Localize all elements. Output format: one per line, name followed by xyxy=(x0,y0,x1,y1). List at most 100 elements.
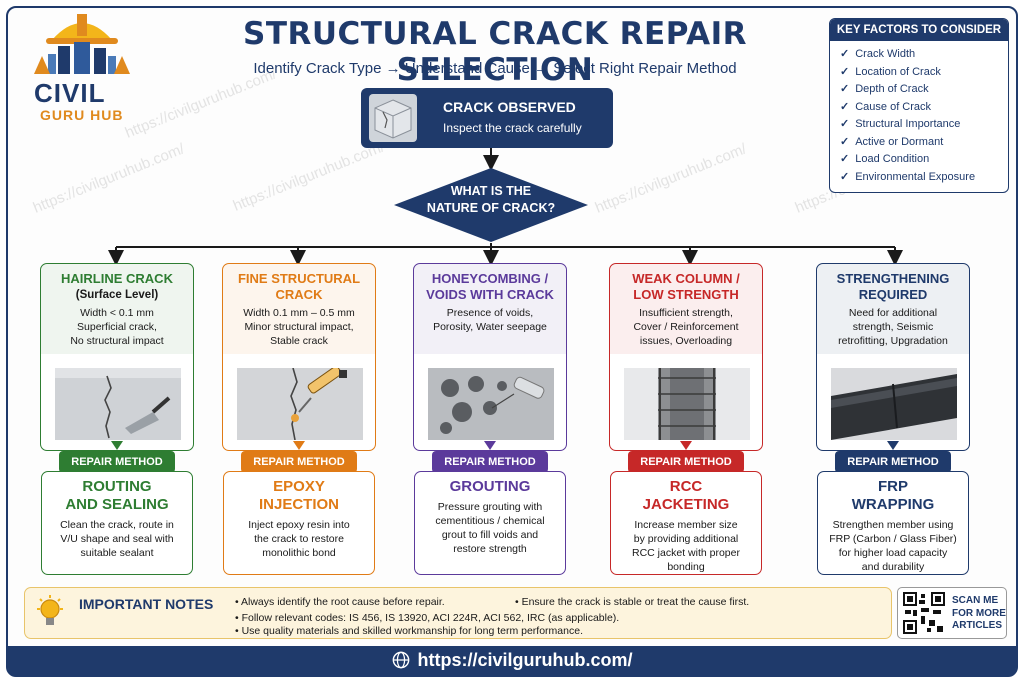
decision-line-2: NATURE OF CRACK? xyxy=(426,201,556,215)
crack-type-description: Need for additional strength, Seismic retr… xyxy=(817,303,969,348)
key-factor-item: ✓ Crack Width xyxy=(840,46,998,64)
key-factor-label: Cause of Crack xyxy=(855,100,932,113)
crack-type-desc-line: strength, Seismic xyxy=(852,321,934,333)
crack-type-desc-line: Need for additional xyxy=(848,307,938,319)
down-arrow-icon xyxy=(484,438,496,456)
crack-type-title-line: CRACK xyxy=(275,287,323,302)
qr-code-icon xyxy=(903,592,945,634)
repair-desc-line: RCC jacket with proper xyxy=(632,547,740,559)
key-factor-item: ✓ Cause of Crack xyxy=(840,99,998,117)
note-item: • Always identify the root cause before … xyxy=(235,596,445,608)
crack-type-title-line: WEAK COLUMN / xyxy=(632,271,740,286)
down-arrow-icon xyxy=(887,438,899,456)
crack-type-title: HAIRLINE CRACK (Surface Level) xyxy=(41,264,193,303)
crack-type-desc-line: retrofitting, Upgradation xyxy=(838,335,948,347)
page-title: STRUCTURAL CRACK REPAIR SELECTION xyxy=(243,16,747,88)
crack-type-desc-line: Minor structural impact, xyxy=(244,321,354,333)
crack-type-desc-line: Cover / Reinforcement xyxy=(633,321,739,333)
repair-title-line: INJECTION xyxy=(258,496,339,513)
page-subtitle: Identify Crack Type → Understand Cause →… xyxy=(253,60,737,77)
decision-diamond xyxy=(394,168,588,242)
repair-method-box: GROUTING Pressure grouting with cementitio… xyxy=(414,471,566,575)
crack-illustration xyxy=(237,366,363,441)
crack-type-title-line: VOIDS WITH CRACK xyxy=(426,287,554,302)
key-factor-label: Structural Importance xyxy=(855,118,961,130)
important-notes: IMPORTANT NOTES • Always identify the ro… xyxy=(24,587,892,639)
key-factor-item: ✓Environmental Exposure xyxy=(840,169,998,187)
repair-desc-line: and durability xyxy=(861,561,925,573)
lightbulb-icon xyxy=(37,595,63,625)
check-icon: ✓ xyxy=(840,48,850,60)
crack-illustration xyxy=(831,368,957,440)
crack-type-description: Insufficient strength, Cover / Reinforcem… xyxy=(610,303,762,348)
crack-type-desc-line: Insufficient strength, xyxy=(639,307,733,319)
crack-type-title-line: FINE STRUCTURAL xyxy=(237,271,361,286)
crack-type-desc-line: Presence of voids, xyxy=(446,307,534,319)
globe-icon xyxy=(392,651,409,669)
crack-type-desc-line: Width < 0.1 mm xyxy=(80,307,154,319)
qr-panel: SCAN ME FOR MORE ARTICLES xyxy=(897,587,1007,639)
key-factor-label: Depth of Crack xyxy=(855,83,929,95)
repair-desc-line: the crack to restore xyxy=(254,533,344,545)
repair-desc-line: by providing additional xyxy=(633,533,739,545)
key-factor-item: ✓Active or Dormant xyxy=(840,134,998,152)
crack-type-title-line: LOW STRENGTH xyxy=(633,287,739,302)
crack-type-header: HAIRLINE CRACK (Surface Level) Width < 0.1… xyxy=(41,264,193,354)
note-item: • Use quality materials and skilled work… xyxy=(235,625,583,637)
crack-type-desc-line: Width 0.1 mm – 0.5 mm xyxy=(243,307,355,319)
footer-link[interactable]: https://civilguruhub.com/ xyxy=(8,650,1016,671)
crack-type-title: HONEYCOMBING /VOIDS WITH CRACK xyxy=(414,264,566,303)
key-factor-item: ✓Structural Importance xyxy=(840,116,998,134)
crack-type-title-line: (Surface Level) xyxy=(75,289,159,301)
down-arrow-icon xyxy=(293,438,305,456)
repair-method-label: REPAIR METHOD xyxy=(59,451,175,473)
crack-type-card: HONEYCOMBING /VOIDS WITH CRACK Presence o… xyxy=(413,263,567,451)
qr-caption: SCAN ME FOR MORE ARTICLES xyxy=(952,595,1006,633)
crack-illustration xyxy=(624,368,750,440)
crack-observed-subtitle: Inspect the crack carefully xyxy=(443,121,582,135)
down-arrow-icon xyxy=(111,438,123,456)
repair-desc-line: V/U shape and seal with xyxy=(60,533,174,545)
key-factor-label: Active or Dormant xyxy=(855,135,944,148)
repair-desc-line: cementitious / chemical xyxy=(435,515,545,527)
crack-type-desc-line: Stable crack xyxy=(270,335,328,347)
crack-type-title-line: HAIRLINE CRACK xyxy=(61,271,173,286)
repair-desc-line: Pressure grouting with xyxy=(437,501,543,513)
crack-type-title-line: STRENGTHENING xyxy=(836,271,950,286)
crack-type-title: WEAK COLUMN /LOW STRENGTH xyxy=(610,264,762,303)
repair-method-description: Increase member size by providing additio… xyxy=(611,514,761,574)
decision-line-1: WHAT IS THE xyxy=(450,184,532,198)
repair-desc-line: Increase member size xyxy=(634,519,738,531)
check-icon: ✓ xyxy=(840,153,850,165)
repair-title-line: ROUTING xyxy=(82,478,152,495)
check-icon: ✓ xyxy=(840,65,850,78)
key-factor-label: Location of Crack xyxy=(855,65,941,78)
repair-desc-line: Strengthen member using xyxy=(832,519,954,531)
crack-observed-box: CRACK OBSERVED Inspect the crack careful… xyxy=(361,88,613,148)
key-factor-item: ✓Depth of Crack xyxy=(840,81,998,99)
check-icon: ✓ xyxy=(840,170,850,183)
check-icon: ✓ xyxy=(840,100,850,113)
repair-desc-line: restore strength xyxy=(453,543,527,555)
repair-title-line: WRAPPING xyxy=(851,496,935,513)
footer-bar: https://civilguruhub.com/ xyxy=(8,646,1016,676)
repair-title-line: GROUTING xyxy=(449,478,531,495)
qr-line: SCAN ME xyxy=(952,595,999,606)
notes-title: IMPORTANT NOTES xyxy=(79,596,214,612)
repair-method-title: GROUTING xyxy=(415,472,565,496)
key-factor-label: Crack Width xyxy=(855,48,916,60)
repair-title-line: AND SEALING xyxy=(65,496,169,513)
logo-name: CIVIL xyxy=(34,78,106,108)
repair-desc-line: for higher load capacity xyxy=(838,547,948,559)
